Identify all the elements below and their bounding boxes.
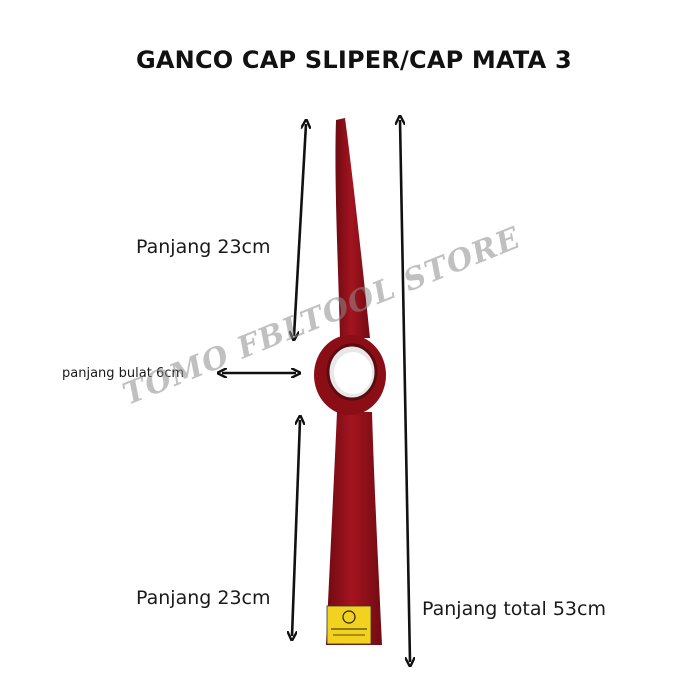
top-length-arrow (294, 124, 306, 336)
top-length-label: Panjang 23cm (136, 236, 271, 258)
page-title: GANCO CAP SLIPER/CAP MATA 3 (136, 46, 572, 74)
product-sticker (326, 605, 372, 645)
bottom-length-arrow (292, 420, 300, 636)
pickaxe-upper-spike (335, 118, 370, 338)
pickaxe-lower-blade (326, 412, 382, 645)
bottom-length-label: Panjang 23cm (136, 587, 271, 609)
ring-length-label: panjang bulat 6cm (62, 366, 185, 381)
total-length-arrow (400, 120, 410, 662)
total-length-label: Panjang total 53cm (422, 598, 606, 620)
